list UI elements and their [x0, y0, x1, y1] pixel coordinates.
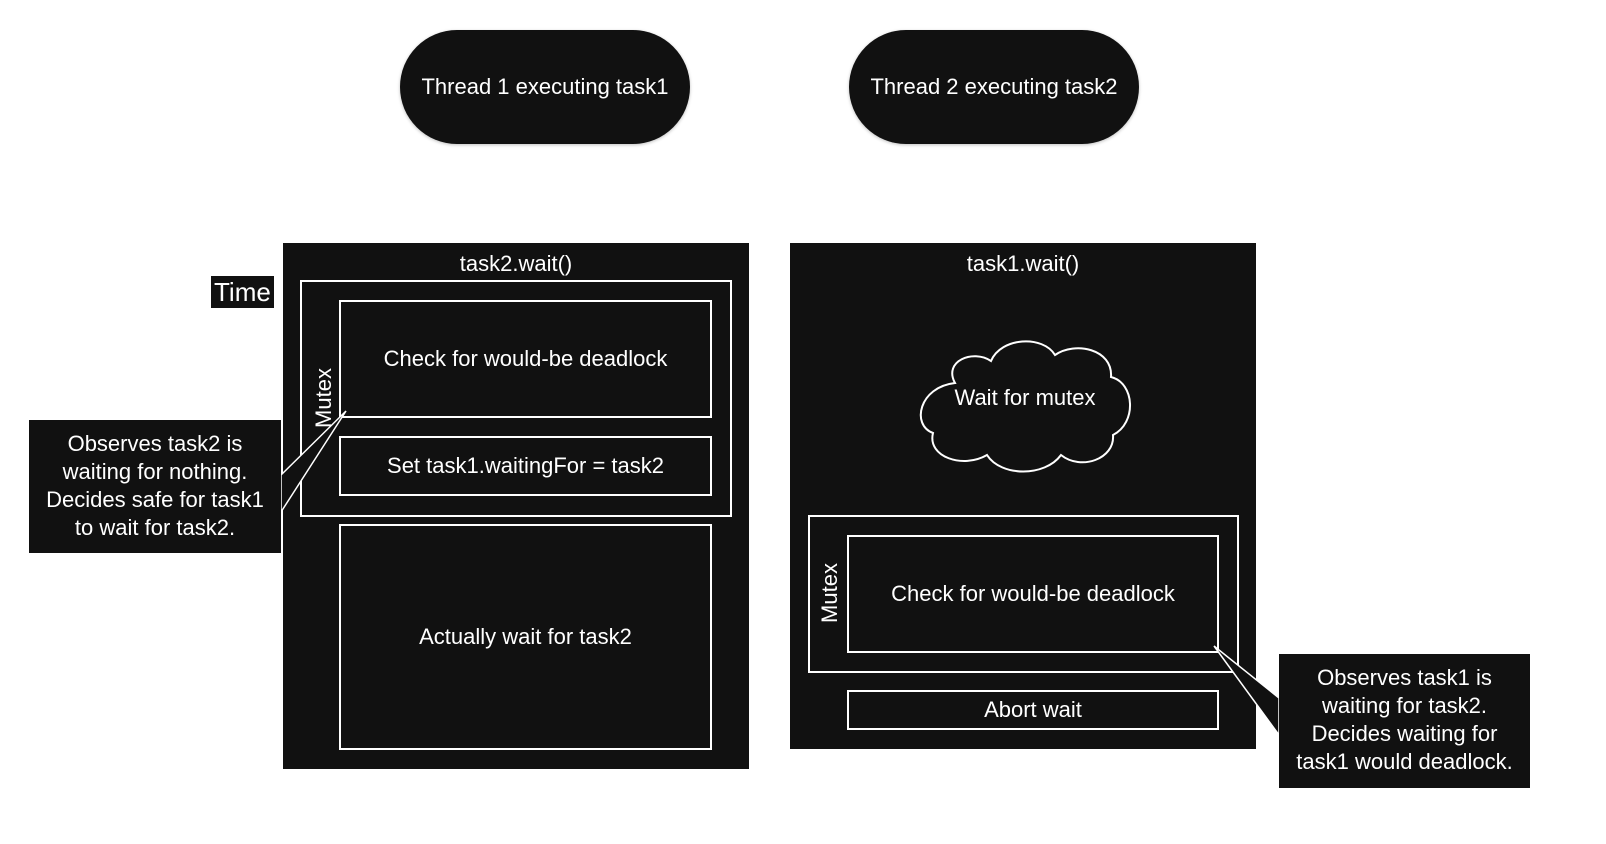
right-mutex-label: Mutex — [817, 563, 843, 623]
left-check-deadlock-label: Check for would-be deadlock — [383, 346, 668, 371]
task1-wait-panel: task1.wait() Wait for mutex Mutex Check … — [790, 243, 1256, 749]
task2-wait-title: task2.wait() — [459, 251, 573, 276]
left-mutex-region — [300, 280, 732, 517]
wait-for-mutex-label: Wait for mutex — [954, 385, 1096, 410]
task1-wait-title: task1.wait() — [966, 251, 1080, 276]
right-callout-line: Observes task1 is — [1317, 665, 1492, 690]
set-waitingfor-box: Set task1.waitingFor = task2 — [339, 436, 712, 496]
abort-wait-box: Abort wait — [847, 690, 1219, 730]
time-label: Time — [211, 276, 274, 308]
left-observation-callout: Observes task2 is waiting for nothing. D… — [29, 420, 281, 553]
thread1-label: Thread 1 executing task1 — [421, 74, 669, 99]
thread1-pill: Thread 1 executing task1 — [400, 30, 690, 144]
left-mutex-label-wrap: Mutex — [304, 358, 344, 438]
right-observation-callout: Observes task1 is waiting for task2. Dec… — [1279, 654, 1530, 788]
left-callout-line: Decides safe for task1 — [46, 487, 264, 512]
left-mutex-label: Mutex — [311, 368, 337, 428]
thread2-label: Thread 2 executing task2 — [870, 74, 1118, 99]
left-callout-line: Observes task2 is — [67, 431, 243, 456]
actually-wait-label: Actually wait for task2 — [419, 624, 632, 649]
set-waitingfor-label: Set task1.waitingFor = task2 — [387, 453, 664, 478]
right-callout-line: waiting for task2. — [1321, 693, 1488, 718]
wait-for-mutex-cloud — [919, 340, 1131, 473]
right-mutex-label-wrap: Mutex — [810, 553, 850, 633]
left-callout-line: to wait for task2. — [74, 515, 236, 540]
abort-wait-label: Abort wait — [984, 697, 1082, 722]
left-callout-line: waiting for nothing. — [62, 459, 248, 484]
task2-wait-panel: task2.wait() Mutex Check for would-be de… — [283, 243, 749, 769]
thread2-pill: Thread 2 executing task2 — [849, 30, 1139, 144]
left-check-deadlock-box: Check for would-be deadlock — [339, 300, 712, 418]
right-callout-line: Decides waiting for — [1311, 721, 1498, 746]
right-mutex-region — [808, 515, 1239, 673]
right-check-deadlock-box: Check for would-be deadlock — [847, 535, 1219, 653]
actually-wait-box: Actually wait for task2 — [339, 524, 712, 750]
right-check-deadlock-label: Check for would-be deadlock — [891, 581, 1175, 606]
right-callout-line: task1 would deadlock. — [1296, 749, 1513, 774]
